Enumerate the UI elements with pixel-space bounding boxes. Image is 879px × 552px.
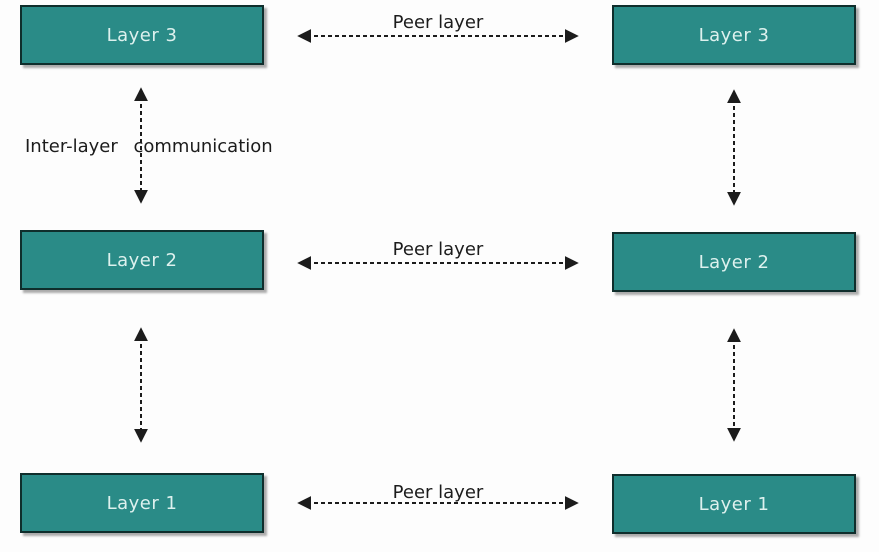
peer-layer-label-bottom: Peer layer [392,482,484,503]
box-layer-1-left: Layer 1 [20,473,264,533]
peer-layer-label-middle: Peer layer [392,239,484,260]
box-layer-1-left-label: Layer 1 [106,492,178,514]
box-layer-3-left-label: Layer 3 [106,24,178,46]
box-layer-2-right-label: Layer 2 [698,251,770,273]
peer-layer-label-top: Peer layer [392,12,484,33]
box-layer-1-right-label: Layer 1 [698,493,770,515]
box-layer-3-right-label: Layer 3 [698,24,770,46]
box-layer-3-left: Layer 3 [20,5,264,65]
box-layer-2-left: Layer 2 [20,230,264,290]
inter-layer-communication-label: Inter-layer communication [25,136,273,157]
box-layer-2-right: Layer 2 [612,232,856,292]
box-layer-3-right: Layer 3 [612,5,856,65]
box-layer-1-right: Layer 1 [612,474,856,534]
box-layer-2-left-label: Layer 2 [106,249,178,271]
